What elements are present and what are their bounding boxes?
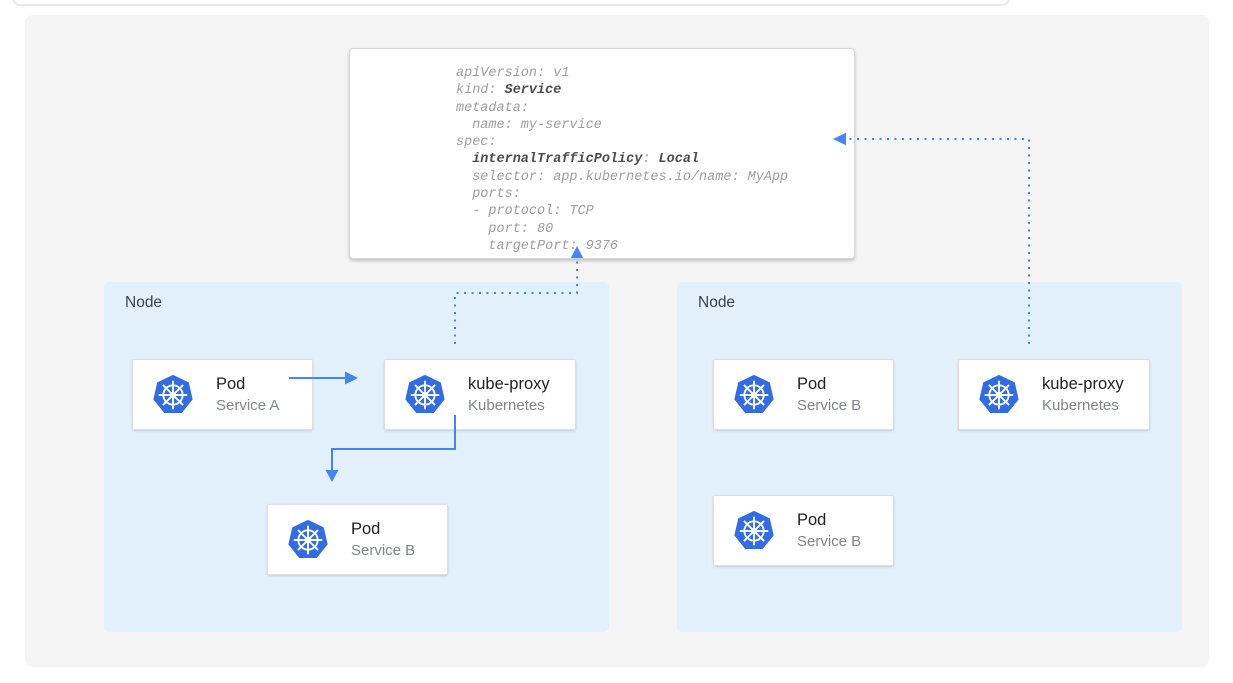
- card-title: Pod: [351, 519, 381, 538]
- top-card-edge: [12, 0, 1010, 6]
- kubernetes-logo-icon: [404, 374, 446, 416]
- kubernetes-logo-icon: [733, 374, 775, 416]
- card-subtitle: Kubernetes: [468, 396, 545, 414]
- card-subtitle: Service B: [797, 532, 862, 550]
- node-right: Node Pod Service B kube-proxy Kubernetes…: [677, 282, 1182, 632]
- yaml-line: - protocol: TCP: [456, 204, 594, 220]
- card-title: Pod: [216, 374, 246, 393]
- yaml-code-block: apiVersion: v1 kind: Service metadata: n…: [456, 65, 788, 255]
- card-subtitle: Kubernetes: [1042, 396, 1119, 414]
- kube-proxy-left-card: kube-proxy Kubernetes: [384, 359, 576, 430]
- card-title: Pod: [797, 510, 827, 529]
- yaml-line: ports:: [456, 187, 521, 203]
- pod-service-a-card: Pod Service A: [132, 359, 313, 430]
- node-label: Node: [698, 294, 736, 311]
- yaml-line: port: 80: [456, 221, 554, 237]
- kubernetes-logo-icon: [733, 510, 775, 552]
- pod-service-b-right-card: Pod Service B: [713, 359, 894, 430]
- diagram-canvas: apiVersion: v1 kind: Service metadata: n…: [25, 15, 1209, 667]
- service-yaml-card: apiVersion: v1 kind: Service metadata: n…: [349, 48, 855, 259]
- yaml-line: apiVersion: v1: [456, 66, 570, 81]
- yaml-line: selector: app.kubernetes.io/name: MyApp: [456, 169, 789, 185]
- card-title: kube-proxy: [1042, 374, 1124, 393]
- kubernetes-logo-icon: [978, 374, 1020, 416]
- yaml-line: targetPort: 9376: [456, 238, 619, 254]
- yaml-line: kind: Service: [456, 83, 562, 99]
- card-title: Pod: [797, 374, 827, 393]
- node-label: Node: [125, 294, 163, 311]
- card-subtitle: Service B: [351, 541, 416, 559]
- yaml-line: spec:: [456, 135, 497, 151]
- kubernetes-logo-icon: [287, 519, 329, 561]
- node-left: Node Pod Service A kube-proxy Kubernetes…: [104, 282, 609, 632]
- card-title: kube-proxy: [468, 374, 550, 393]
- pod-service-b-right-card-2: Pod Service B: [713, 495, 894, 566]
- pod-service-b-left-card: Pod Service B: [267, 504, 448, 575]
- yaml-line: internalTrafficPolicy: Local: [472, 152, 700, 168]
- yaml-line: metadata:: [456, 100, 529, 116]
- kubernetes-logo-icon: [152, 374, 194, 416]
- kube-proxy-right-card: kube-proxy Kubernetes: [958, 359, 1150, 430]
- card-subtitle: Service A: [216, 396, 280, 414]
- yaml-line: name: my-service: [456, 117, 602, 133]
- card-subtitle: Service B: [797, 396, 862, 414]
